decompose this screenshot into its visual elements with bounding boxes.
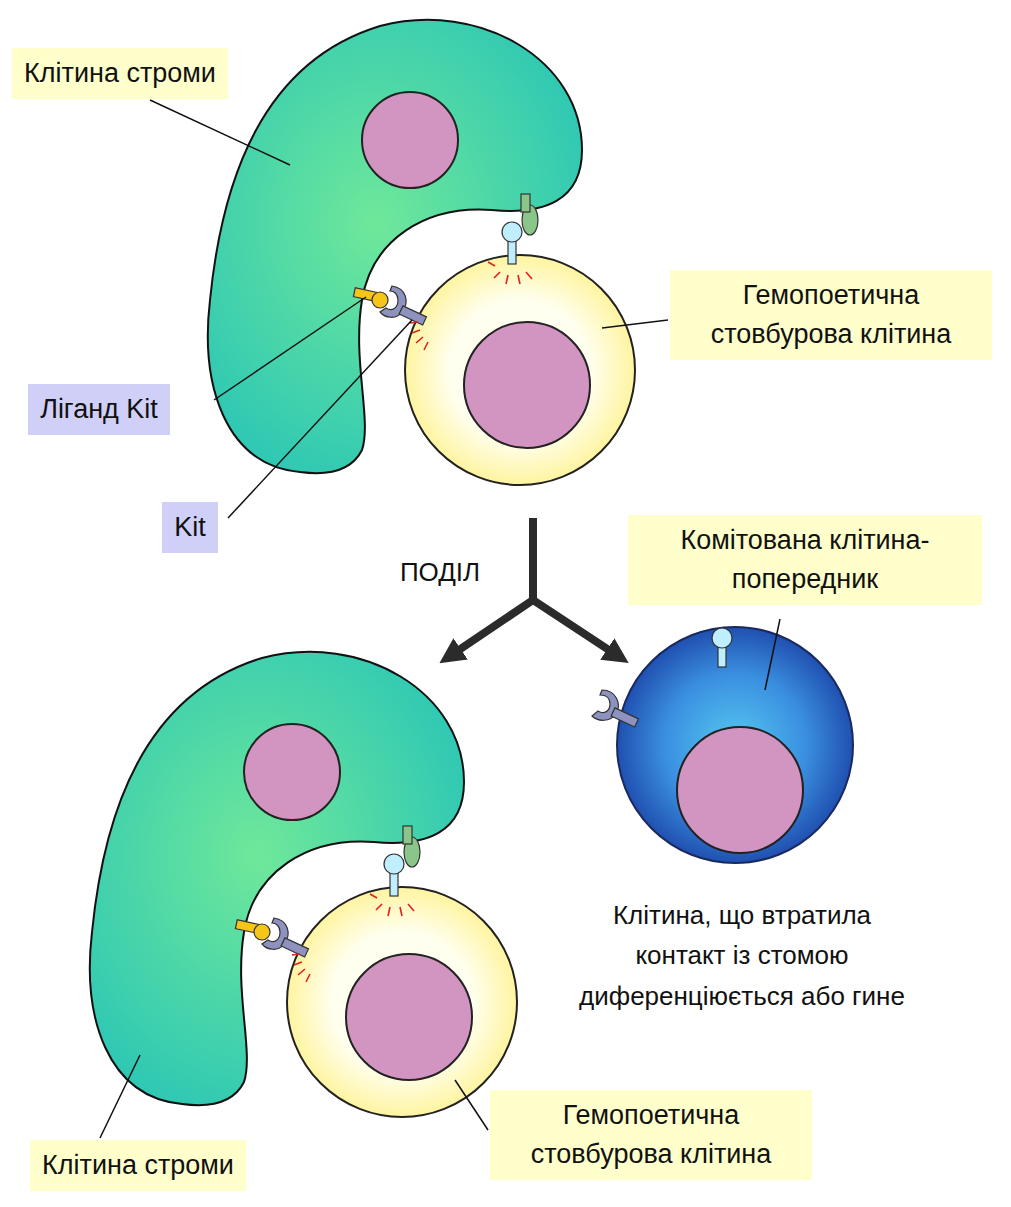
label-text: Ліганд Kit (40, 390, 158, 429)
cell-label: Комітована клітина-попередник (628, 515, 982, 605)
top-cells (208, 20, 635, 485)
label-text: Гемопоетична стовбурова клітина (680, 276, 982, 354)
cell-label: Гемопоетична стовбурова клітина (670, 270, 992, 360)
molecule-label: Kit (162, 502, 218, 553)
label-text: Комітована клітина-попередник (638, 521, 972, 599)
process-label: ПОДІЛ (380, 552, 500, 592)
note-text: Клітина, що втратила контакт із стомою д… (572, 895, 912, 1016)
molecule-label: Ліганд Kit (28, 384, 170, 435)
progenitor-cell (592, 627, 853, 863)
label-text: Гемопоетична стовбурова клітина (500, 1096, 802, 1174)
label-text: Клітина строми (24, 54, 216, 93)
bottom-cells (90, 652, 517, 1117)
cell-label: Клітина строми (30, 1140, 246, 1191)
cell-label: Клітина строми (12, 48, 228, 99)
label-text: Клітина строми (42, 1146, 234, 1185)
label-text: Kit (174, 508, 206, 547)
cell-label: Гемопоетична стовбурова клітина (490, 1090, 812, 1180)
